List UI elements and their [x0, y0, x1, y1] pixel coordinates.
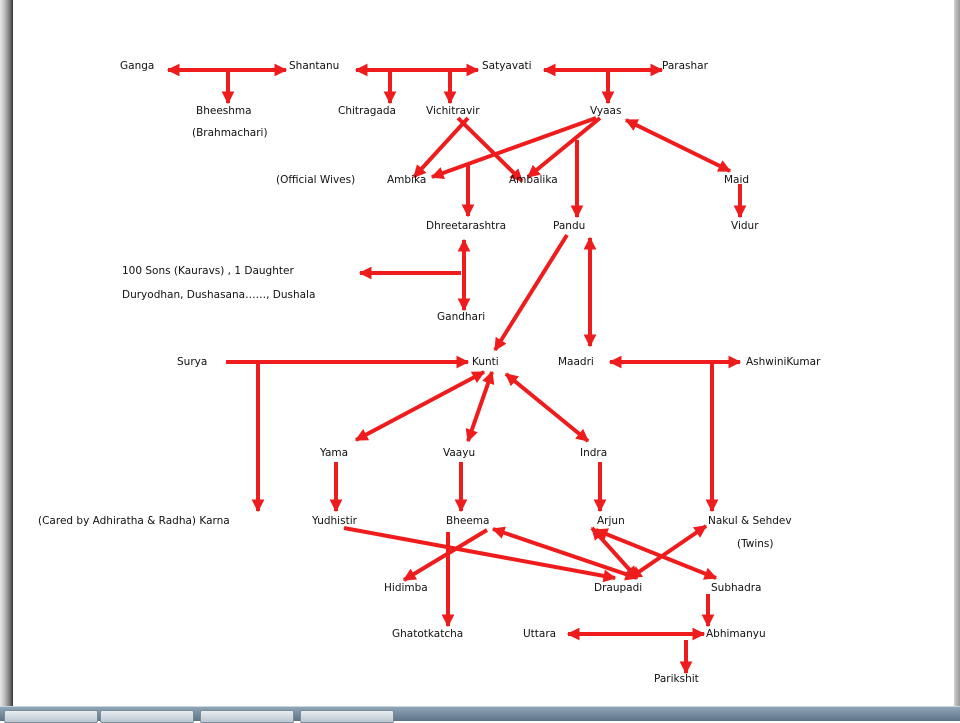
node-ashwinikumar: AshwiniKumar	[746, 356, 821, 368]
node-dhreetarashtra: Dhreetarashtra	[426, 220, 507, 232]
node-parikshit: Parikshit	[654, 673, 699, 685]
family-tree-diagram	[166, 63, 747, 675]
relation-arrow	[430, 116, 597, 180]
node-vyaas: Vyaas	[590, 105, 622, 117]
taskbar-button[interactable]	[100, 710, 194, 723]
node-hidimba: Hidimba	[384, 582, 428, 594]
taskbar-button[interactable]	[4, 710, 98, 723]
relation-arrow	[412, 116, 470, 179]
relation-arrow	[493, 233, 569, 352]
taskbar-button[interactable]	[200, 710, 294, 723]
node-shantanu: Shantanu	[289, 60, 340, 72]
node-subhadra: Subhadra	[711, 582, 762, 594]
node-bheema: Bheema	[446, 515, 490, 527]
window-left-border-line	[12, 0, 13, 706]
node-ambalika: Ambalika	[509, 174, 558, 186]
node-bheeshma: Bheeshma	[196, 105, 252, 117]
node-gandhari: Gandhari	[437, 311, 486, 323]
node-abhimanyu: Abhimanyu	[706, 628, 766, 640]
node-vichitravir: Vichitravir	[426, 105, 480, 117]
relation-arrow	[456, 116, 524, 183]
relation-arrow	[594, 528, 718, 580]
node-vidur: Vidur	[731, 220, 759, 232]
note-sons: 100 Sons (Kauravs) , 1 Daughter	[122, 265, 294, 277]
node-maid: Maid	[724, 174, 750, 186]
node-yudhistir: Yudhistir	[312, 515, 357, 527]
taskbar	[0, 706, 960, 723]
node-draupadi: Draupadi	[594, 582, 643, 594]
relation-arrow	[465, 370, 495, 443]
window-right-border	[954, 0, 960, 706]
node-nakul-sehdev: Nakul & Sehdev	[708, 515, 792, 527]
node-chitragada: Chitragada	[338, 105, 396, 117]
node-karna: (Cared by Adhiratha & Radha) Karna	[38, 515, 230, 527]
relation-arrow	[402, 528, 489, 582]
window-left-border	[0, 0, 12, 706]
node-pandu: Pandu	[553, 220, 586, 232]
node-indra: Indra	[580, 447, 608, 459]
node-ganga: Ganga	[120, 60, 155, 72]
relation-arrow	[504, 372, 590, 443]
node-uttara: Uttara	[523, 628, 557, 640]
relation-arrow	[624, 118, 732, 173]
note-twins: (Twins)	[737, 538, 774, 550]
taskbar-button[interactable]	[300, 710, 394, 723]
relation-arrow	[526, 116, 602, 179]
node-surya: Surya	[177, 356, 208, 368]
node-satyavati: Satyavati	[482, 60, 532, 72]
node-maadri: Maadri	[558, 356, 594, 368]
note-kauravas: Duryodhan, Dushasana……, Dushala	[122, 289, 316, 301]
node-ambika: Ambika	[387, 174, 427, 186]
node-ghatotkatcha: Ghatotkatcha	[392, 628, 464, 640]
relation-arrow	[354, 370, 486, 442]
node-vaayu: Vaayu	[443, 447, 476, 459]
node-arjun: Arjun	[597, 515, 625, 527]
note-official-wives: (Official Wives)	[276, 174, 356, 186]
node-kunti: Kunti	[472, 356, 499, 368]
note-brahmachari: (Brahmachari)	[192, 127, 268, 139]
node-parashar: Parashar	[662, 60, 708, 72]
node-yama: Yama	[320, 447, 349, 459]
